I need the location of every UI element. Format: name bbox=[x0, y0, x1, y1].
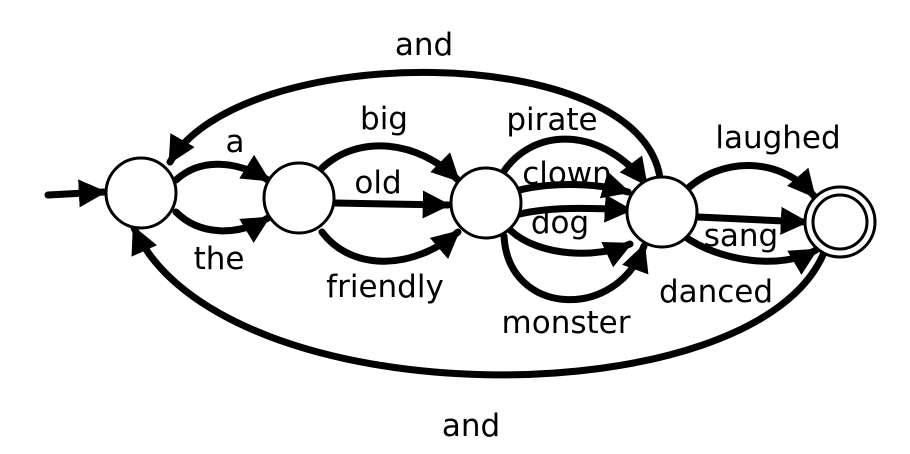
edge-old bbox=[330, 190, 452, 219]
edge-a bbox=[172, 154, 272, 184]
edge-friendly bbox=[318, 228, 462, 265]
edge-and-top bbox=[166, 68, 664, 182]
state-4-accepting-inner bbox=[811, 193, 869, 251]
edge-label-and-top: and bbox=[395, 27, 453, 63]
edge-monster-branch bbox=[506, 226, 634, 268]
edge-laughed bbox=[680, 162, 818, 200]
start-arrow bbox=[44, 179, 108, 208]
edge-pirate bbox=[498, 135, 650, 188]
state-3 bbox=[625, 175, 699, 249]
edge-label-monster: monster bbox=[502, 305, 631, 341]
edge-label-a: a bbox=[226, 124, 245, 160]
edge-label-sang: sang bbox=[704, 218, 778, 254]
edge-sang bbox=[694, 206, 810, 235]
edge-label-and-bottom: and bbox=[442, 408, 500, 444]
edge-label-old: old bbox=[354, 165, 401, 201]
edge-monster bbox=[500, 232, 649, 304]
edge-big bbox=[318, 142, 462, 184]
state-2 bbox=[449, 166, 523, 240]
edge-danced bbox=[680, 232, 820, 275]
state-0 bbox=[104, 156, 178, 230]
state-1 bbox=[262, 161, 336, 235]
edge-label-big: big bbox=[360, 101, 408, 137]
edge-the bbox=[172, 208, 272, 243]
edge-label-danced: danced bbox=[659, 274, 773, 310]
edge-label-dog: dog bbox=[531, 205, 589, 241]
edge-clown bbox=[508, 171, 632, 199]
edge-dog bbox=[508, 194, 634, 223]
edge-label-laughed: laughed bbox=[715, 120, 840, 156]
edge-label-pirate: pirate bbox=[506, 102, 597, 138]
edge-label-clown: clown bbox=[522, 156, 612, 192]
edge-and-bottom bbox=[130, 224, 829, 379]
edge-label-the: the bbox=[194, 241, 245, 277]
edge-label-friendly: friendly bbox=[326, 269, 444, 305]
